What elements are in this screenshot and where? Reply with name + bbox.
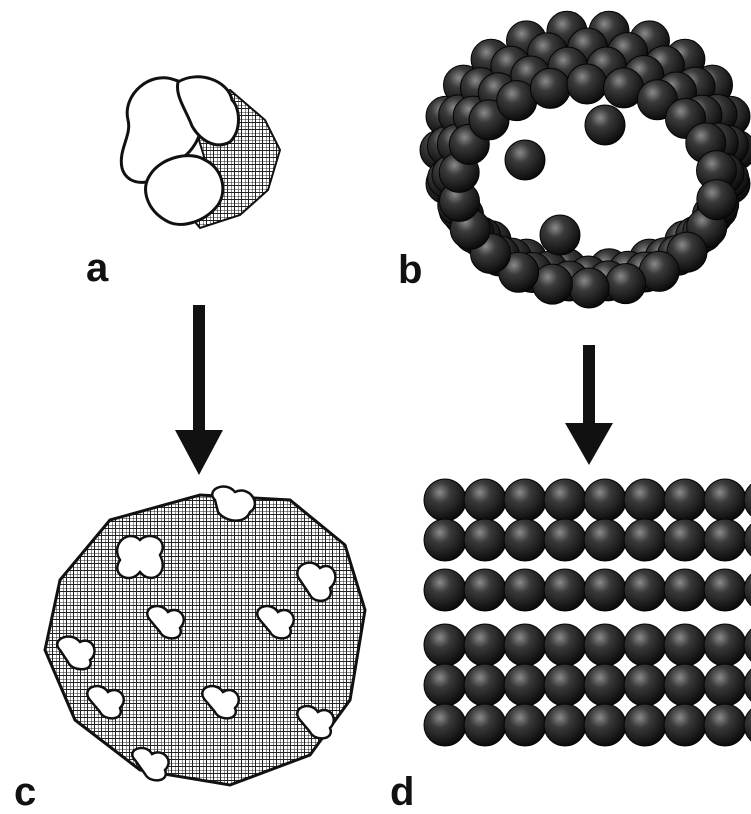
sphere bbox=[424, 479, 466, 521]
sphere bbox=[664, 664, 706, 706]
sphere bbox=[584, 704, 626, 746]
sphere bbox=[624, 664, 666, 706]
sphere bbox=[704, 519, 746, 561]
sphere bbox=[544, 479, 586, 521]
sphere bbox=[424, 519, 466, 561]
sphere bbox=[424, 569, 466, 611]
sphere bbox=[624, 479, 666, 521]
sphere bbox=[567, 64, 607, 104]
panel-label-a: a bbox=[86, 248, 108, 288]
sphere bbox=[704, 704, 746, 746]
sphere bbox=[624, 624, 666, 666]
sphere bbox=[505, 140, 545, 180]
arrow-b-to-d bbox=[565, 345, 613, 465]
sphere bbox=[744, 519, 751, 561]
sphere bbox=[744, 664, 751, 706]
sphere bbox=[664, 624, 706, 666]
panel-label-d: d bbox=[390, 772, 414, 812]
panel-label-b: b bbox=[398, 250, 422, 290]
sphere bbox=[584, 624, 626, 666]
sphere bbox=[464, 569, 506, 611]
sphere bbox=[624, 704, 666, 746]
sphere bbox=[540, 215, 580, 255]
sphere bbox=[464, 704, 506, 746]
sphere bbox=[664, 569, 706, 611]
sphere bbox=[424, 664, 466, 706]
sphere bbox=[744, 704, 751, 746]
sphere bbox=[584, 519, 626, 561]
sphere bbox=[664, 519, 706, 561]
panel-label-c: c bbox=[14, 772, 36, 812]
sphere bbox=[530, 68, 570, 108]
sphere bbox=[504, 624, 546, 666]
sphere bbox=[664, 704, 706, 746]
sphere bbox=[704, 569, 746, 611]
sphere bbox=[544, 519, 586, 561]
sphere bbox=[624, 569, 666, 611]
sphere bbox=[664, 479, 706, 521]
sphere bbox=[584, 569, 626, 611]
sphere bbox=[704, 479, 746, 521]
panel-b-sphere-ring bbox=[420, 11, 751, 308]
panel-d-stacked-rings bbox=[424, 479, 751, 746]
sphere bbox=[606, 264, 646, 304]
sphere bbox=[585, 105, 625, 145]
sphere bbox=[504, 704, 546, 746]
sphere bbox=[504, 664, 546, 706]
sphere bbox=[704, 664, 746, 706]
sphere bbox=[424, 704, 466, 746]
sphere bbox=[704, 624, 746, 666]
sphere bbox=[464, 519, 506, 561]
sphere bbox=[464, 479, 506, 521]
sphere bbox=[697, 180, 737, 220]
sphere bbox=[544, 569, 586, 611]
sphere bbox=[569, 268, 609, 308]
sphere bbox=[584, 664, 626, 706]
sphere bbox=[544, 664, 586, 706]
sphere bbox=[424, 624, 466, 666]
sphere bbox=[744, 479, 751, 521]
sphere bbox=[624, 519, 666, 561]
sphere bbox=[544, 704, 586, 746]
panel-c-assembly-sketch bbox=[45, 487, 365, 785]
sphere bbox=[744, 569, 751, 611]
panel-a-trimer-sketch bbox=[121, 77, 280, 228]
sphere bbox=[544, 624, 586, 666]
sphere bbox=[504, 479, 546, 521]
arrow-a-to-c bbox=[175, 305, 223, 475]
sphere bbox=[504, 519, 546, 561]
sphere bbox=[464, 664, 506, 706]
sphere bbox=[464, 624, 506, 666]
sphere bbox=[504, 569, 546, 611]
sphere bbox=[584, 479, 626, 521]
sphere bbox=[744, 624, 751, 666]
